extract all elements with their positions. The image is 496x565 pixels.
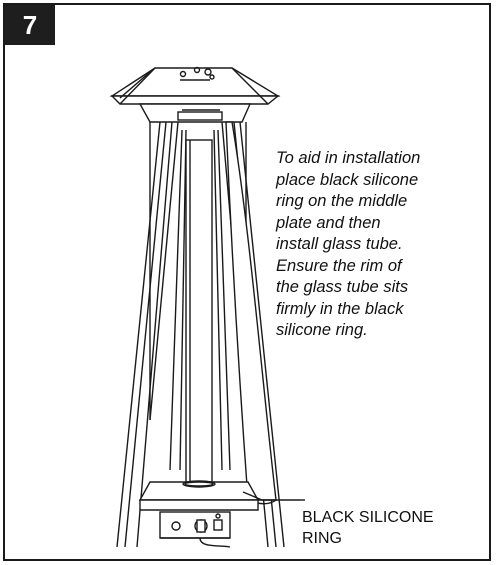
instruction-line: install glass tube.	[276, 235, 403, 253]
top-plate	[138, 103, 252, 123]
callout-leader	[242, 491, 305, 501]
cover-sheet	[225, 121, 277, 505]
middle-plate	[138, 480, 260, 511]
guard-panels	[169, 129, 231, 471]
instruction-line: To aid in installation	[276, 149, 421, 167]
instruction-line: plate and then	[276, 213, 381, 232]
silicone-ring-callout: BLACK SILICONE RING	[302, 507, 434, 549]
instruction-line: silicone ring.	[276, 321, 368, 339]
control-box	[159, 511, 231, 548]
instruction-line: place black silicone	[276, 170, 419, 189]
instruction-line: ring on the middle	[276, 192, 408, 210]
glass-tube	[185, 139, 213, 483]
step-number-badge: 7	[5, 5, 55, 45]
instruction-line: the glass tube sits	[276, 278, 409, 296]
instruction-line: firmly in the black	[276, 299, 404, 318]
callout-line-1: BLACK SILICONE	[302, 509, 434, 526]
callout-line-2: RING	[302, 530, 342, 547]
instructions-text: To aid in installation place black silic…	[276, 148, 488, 342]
reflector-cap	[109, 66, 281, 105]
instruction-line: Ensure the rim of	[276, 256, 402, 275]
